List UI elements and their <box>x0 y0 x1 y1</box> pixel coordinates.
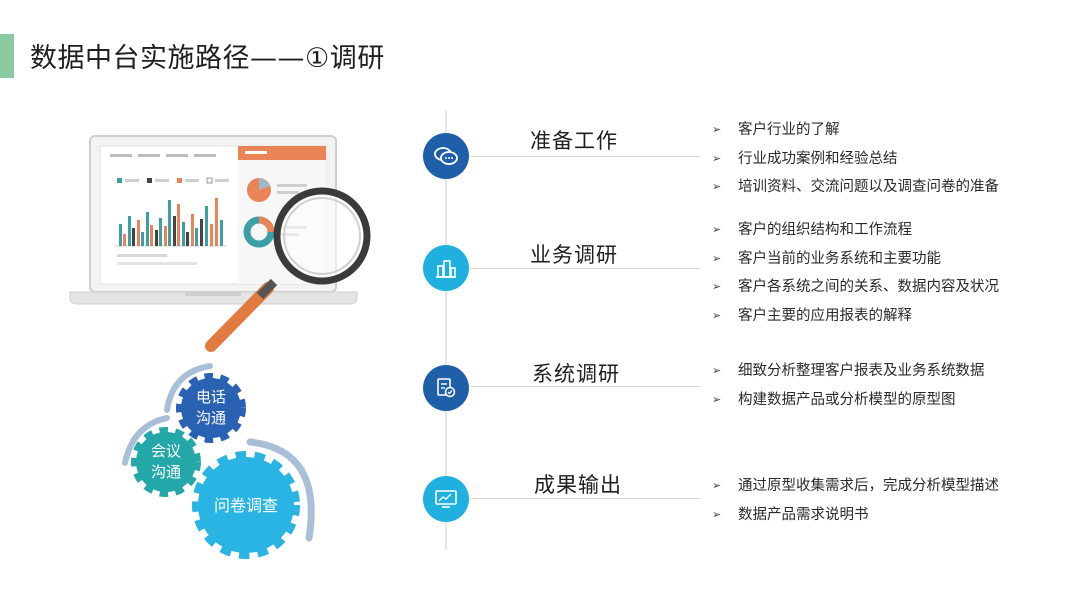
list-item: ➢通过原型收集需求后，完成分析模型描述 <box>712 478 999 494</box>
list-item: ➢行业成功案例和经验总结 <box>712 150 898 167</box>
chart-screen-icon <box>435 490 457 508</box>
buildings-icon <box>436 260 456 278</box>
step-1-icon <box>423 133 469 179</box>
gear-meeting-line1: 会议 <box>151 442 181 460</box>
list-item: ➢客户主要的应用报表的解释 <box>712 307 912 324</box>
step-4-title: 成果输出 <box>534 473 622 497</box>
list-item: ➢构建数据产品或分析模型的原型图 <box>712 391 956 408</box>
step-3-icon <box>423 365 469 411</box>
gear-survey-label: 问卷调查 <box>214 496 278 515</box>
magnifier-icon <box>205 187 371 352</box>
gear-survey <box>192 451 300 559</box>
list-item: ➢数据产品需求说明书 <box>712 506 869 523</box>
step-3-title: 系统调研 <box>532 362 620 386</box>
list-item: ➢细致分析整理客户报表及业务系统数据 <box>712 363 985 379</box>
step-3-divider <box>470 386 700 387</box>
timeline-line <box>445 110 447 550</box>
list-item: ➢客户当前的业务系统和主要功能 <box>712 250 941 267</box>
list-item: ➢客户行业的了解 <box>712 122 840 138</box>
document-check-icon <box>437 378 456 398</box>
step-1-title: 准备工作 <box>530 129 618 153</box>
list-item: ➢客户各系统之间的关系、数据内容及状况 <box>712 279 999 295</box>
step-2-title: 业务调研 <box>530 243 618 267</box>
page-title: 数据中台实施路径——①调研 <box>30 43 385 74</box>
step-2-bullets: ➢客户的组织结构和工作流程 ➢客户当前的业务系统和主要功能 ➢客户各系统之间的关… <box>712 216 999 330</box>
step-4-icon <box>423 476 469 522</box>
chat-bubbles-icon <box>434 147 458 165</box>
gear-phone-line1: 电话 <box>196 388 226 406</box>
gear-phone <box>176 373 246 443</box>
step-2-divider <box>470 268 700 269</box>
list-item: ➢培训资料、交流问题以及调查问卷的准备 <box>712 179 999 195</box>
gear-meeting-line2: 沟通 <box>151 463 181 481</box>
gear-phone-line2: 沟通 <box>196 409 226 427</box>
step-2-icon <box>423 245 469 291</box>
gear-meeting <box>131 427 201 497</box>
step-1-divider <box>470 156 700 157</box>
title-accent-bar <box>0 34 14 78</box>
step-3-bullets: ➢细致分析整理客户报表及业务系统数据 ➢构建数据产品或分析模型的原型图 <box>712 357 985 414</box>
illustration: 电话 沟通 会议 沟通 问卷调查 <box>69 135 371 559</box>
list-item: ➢客户的组织结构和工作流程 <box>712 222 912 238</box>
step-1-bullets: ➢客户行业的了解 ➢行业成功案例和经验总结 ➢培训资料、交流问题以及调查问卷的准… <box>712 116 999 202</box>
step-4-divider <box>470 498 700 499</box>
step-4-bullets: ➢通过原型收集需求后，完成分析模型描述 ➢数据产品需求说明书 <box>712 472 999 529</box>
